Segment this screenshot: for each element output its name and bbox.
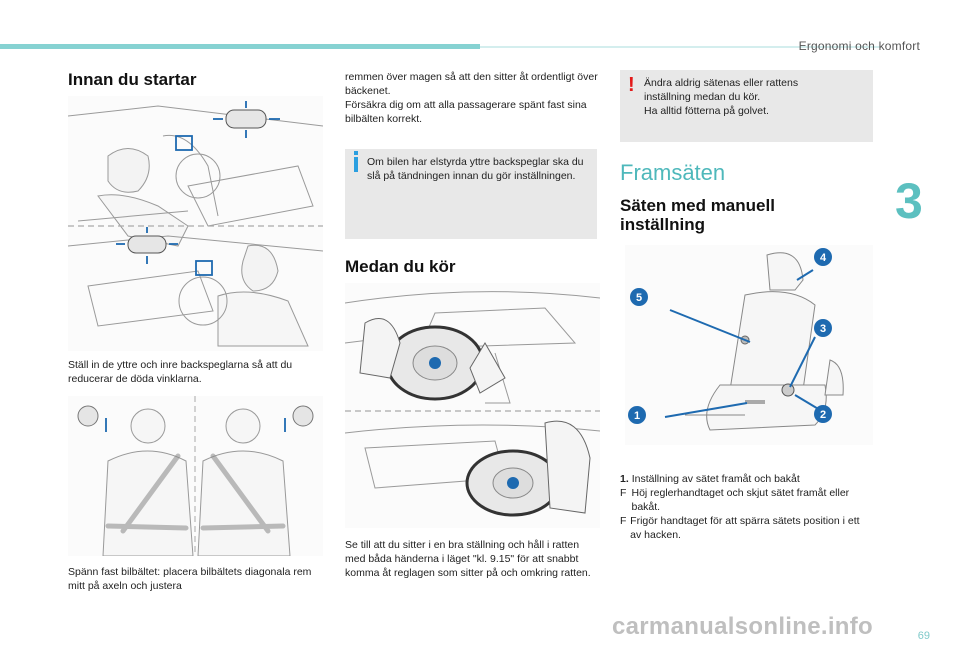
warning-note-text: Ändra aldrig sätenas eller rattens instä… — [644, 76, 866, 118]
callout-2-label: 2 — [820, 409, 826, 421]
bullet-marker: F — [620, 515, 627, 527]
seat-item-1: 1. Inställning av sätet framåt och bakåt… — [620, 472, 870, 542]
info-note: Om bilen har elstyrda yttre backspeglar … — [345, 149, 597, 239]
seat-item-1-bullet-1-text: Höj reglerhandtaget och skjut sätet fram… — [631, 487, 850, 513]
seatbelt-caption: Spänn fast bilbältet: placera bilbältets… — [68, 566, 312, 592]
chapter-number: 3 — [895, 173, 923, 229]
seat-item-1-bullet-2: F Frigör handtaget för att spärra sätets… — [620, 514, 870, 542]
bullet-marker: F — [620, 487, 627, 499]
header-accent-bar-light — [480, 46, 880, 48]
steering-wheel-illustration — [345, 283, 600, 528]
seatbelt-text-continued: remmen över magen så att den sitter åt o… — [345, 71, 598, 97]
seat-item-1-bullet-1: F Höj reglerhandtaget och skjut sätet fr… — [620, 486, 870, 514]
watermark: carmanualsonline.info — [612, 613, 874, 640]
callout-1 — [628, 406, 646, 424]
seat-illustration: 1 2 3 4 5 — [625, 245, 873, 445]
seat-item-1-bullet-2-text: Frigör handtaget för att spärra sätets p… — [630, 515, 860, 541]
driving-caption: Se till att du sitter i en bra ställning… — [345, 539, 591, 579]
header-accent-bar — [0, 44, 480, 49]
seatbelt-illustration — [68, 396, 323, 556]
callout-4 — [814, 248, 832, 266]
title-before-start: Innan du startar — [68, 70, 197, 89]
info-icon-bar — [354, 157, 358, 172]
passengers-text: Försäkra dig om att alla passagerare spä… — [345, 99, 587, 125]
callout-4-label: 4 — [820, 252, 827, 264]
info-icon — [354, 151, 358, 155]
callout-3 — [814, 319, 832, 337]
warning-icon: ! — [628, 74, 635, 96]
section-title: Ergonomi och komfort — [798, 39, 920, 53]
callout-1-label: 1 — [634, 410, 640, 422]
warning-line-1: Ändra aldrig sätenas eller rattens — [644, 77, 799, 89]
title-manual-seats: Säten med manuell inställning — [620, 196, 775, 234]
warning-line-3: Ha alltid fötterna på golvet. — [644, 105, 769, 117]
title-front-seats: Framsäten — [620, 160, 726, 185]
info-note-text: Om bilen har elstyrda yttre backspeglar … — [367, 156, 584, 182]
warning-note: ! Ändra aldrig sätenas eller rattens ins… — [620, 70, 873, 142]
title-manual-seats-line-1: Säten med manuell — [620, 196, 775, 215]
mirror-adjust-illustration — [68, 96, 323, 351]
callout-2 — [814, 405, 832, 423]
callout-5-label: 5 — [636, 292, 642, 304]
seat-item-1-title: Inställning av sätet framåt och bakåt — [631, 473, 800, 485]
mirror-caption: Ställ in de yttre och inre backspeglarna… — [68, 359, 293, 385]
seat-item-1-number: 1. — [620, 473, 629, 485]
title-while-driving: Medan du kör — [345, 257, 456, 276]
callout-5 — [630, 288, 648, 306]
callout-3-label: 3 — [820, 323, 826, 335]
page-number: 69 — [917, 630, 930, 642]
warning-line-2: inställning medan du kör. — [644, 91, 761, 103]
title-manual-seats-line-2: inställning — [620, 215, 705, 234]
